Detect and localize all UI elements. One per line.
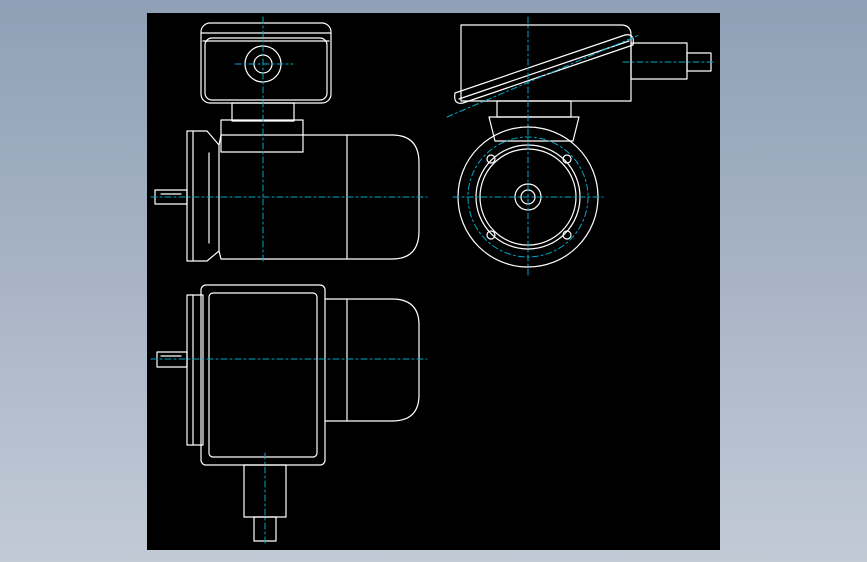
terminal-box-outer — [200, 22, 332, 104]
terminal-lid-slope — [454, 34, 634, 104]
cad-drawing — [150, 16, 716, 546]
bolt-hole — [562, 230, 572, 240]
terminal-lid-slope-inner — [458, 40, 630, 100]
bolt-hole — [562, 154, 572, 164]
bolt-pitch-circle — [467, 136, 589, 258]
front-terminal-box-inner — [208, 292, 318, 458]
front-view — [156, 284, 420, 542]
center-lines — [150, 16, 716, 546]
front-terminal-box-outer — [200, 284, 326, 466]
terminal-mount-block — [220, 119, 304, 153]
cad-viewport[interactable] — [147, 13, 720, 550]
top-view — [154, 22, 420, 262]
bolt-hole — [486, 230, 496, 240]
cable-gland-side — [630, 42, 688, 80]
mounting-flange — [186, 130, 220, 262]
terminal-box-inner — [204, 37, 328, 101]
bolt-hole — [486, 154, 496, 164]
centerline-end-slope — [446, 34, 640, 118]
front-flange — [186, 294, 204, 446]
end-view-adapter — [488, 116, 580, 142]
end-view — [454, 24, 712, 268]
front-fan-cover — [324, 298, 420, 422]
end-view-neck — [496, 100, 572, 118]
